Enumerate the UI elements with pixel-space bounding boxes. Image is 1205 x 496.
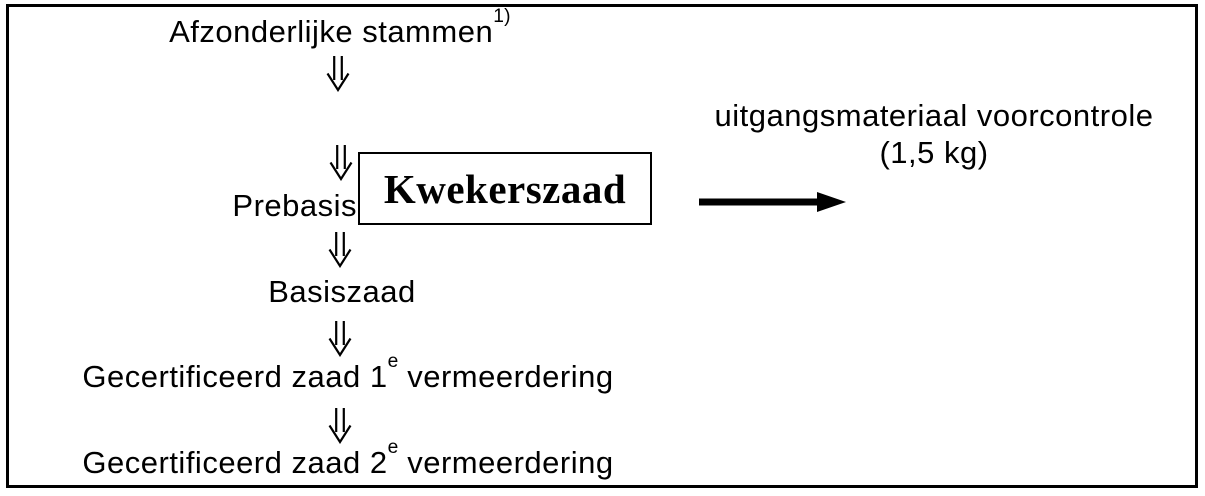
double-down-arrow-icon <box>329 145 353 181</box>
annotation-line-1: uitgangsmateriaal voorcontrole <box>714 98 1154 133</box>
stage-certified-seed-1: Gecertificeerd zaad 1e vermeerdering <box>82 352 614 395</box>
double-down-arrow-icon <box>328 232 352 268</box>
right-arrow-icon <box>699 192 846 212</box>
certified-2-suffix: vermeerdering <box>407 445 614 480</box>
certified-1-ordinal-superscript: e <box>387 351 399 373</box>
stage-afzonderlijke-stammen: Afzonderlijke stammen1) <box>169 7 511 50</box>
annotation-line-2: (1,5 kg) <box>879 135 989 170</box>
diagram-border <box>6 4 1198 488</box>
stage-afzonderlijke-label: Afzonderlijke stammen <box>169 14 494 49</box>
stage-prebasis: Prebasis <box>232 188 357 223</box>
double-down-arrow-icon <box>328 321 352 357</box>
kwekerszaad-label: Kwekerszaad <box>383 165 627 212</box>
footnote-marker: 1) <box>493 6 511 28</box>
side-annotation: uitgangsmateriaal voorcontrole (1,5 kg) <box>715 97 1154 171</box>
certified-2-ordinal-superscript: e <box>387 437 399 459</box>
stage-basiszaad: Basiszaad <box>268 274 416 309</box>
certified-1-label: Gecertificeerd zaad 1 <box>82 359 388 394</box>
double-down-arrow-icon <box>328 408 352 444</box>
stage-certified-seed-2: Gecertificeerd zaad 2e vermeerdering <box>82 438 614 481</box>
kwekerszaad-box: Kwekerszaad <box>358 152 652 225</box>
certified-1-suffix: vermeerdering <box>407 359 614 394</box>
certified-2-label: Gecertificeerd zaad 2 <box>82 445 388 480</box>
double-down-arrow-icon <box>326 56 350 92</box>
